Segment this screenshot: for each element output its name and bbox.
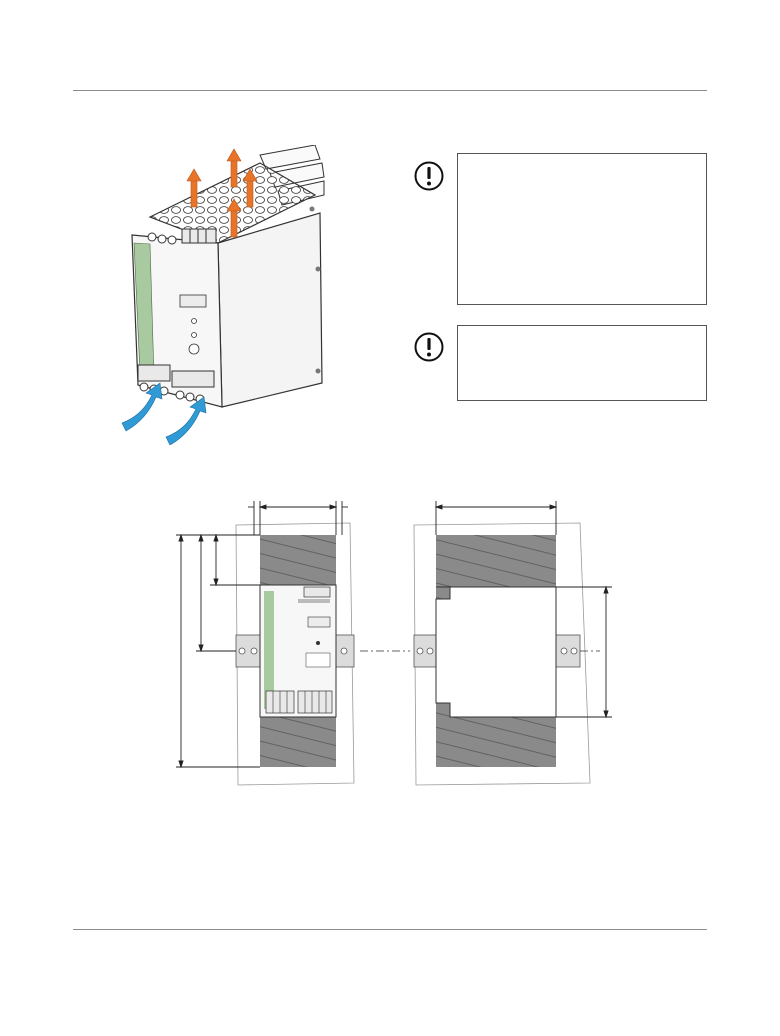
notice-box-2	[457, 325, 707, 401]
notice-2	[413, 325, 707, 401]
power-supply-convection-figure	[121, 145, 325, 445]
notice-1	[413, 153, 707, 305]
front-indicators	[179, 294, 207, 355]
attention-icon	[414, 332, 444, 362]
device-front-view	[259, 584, 337, 718]
wall-right-outline	[413, 522, 591, 786]
notice-box-1	[457, 153, 707, 305]
top-terminal-block	[147, 228, 217, 245]
attention-icon	[414, 161, 444, 191]
housing-side-panel	[217, 212, 323, 408]
dimension-lines	[176, 501, 612, 769]
header-rule	[73, 90, 707, 91]
footer-rule	[73, 929, 707, 930]
airflow-in-arrows	[121, 382, 207, 445]
din-rail	[235, 634, 581, 668]
device-side-view	[435, 586, 557, 718]
wall-left-outline	[235, 522, 355, 786]
side-screws	[309, 206, 321, 374]
mounting-dimensions-figure	[176, 501, 612, 786]
airflow-out-arrows	[186, 148, 258, 238]
